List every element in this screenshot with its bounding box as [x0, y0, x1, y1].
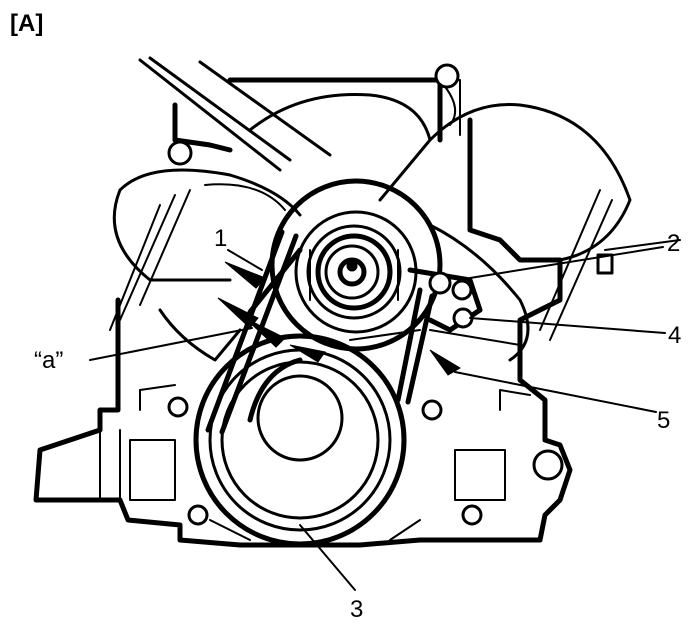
leader-lines — [89, 246, 666, 591]
cooling-fan — [109, 92, 681, 362]
callout-a: “a” — [34, 347, 63, 374]
panel-label: [A] — [10, 10, 43, 37]
callout-3: 3 — [350, 596, 363, 623]
leader-3 — [299, 524, 356, 591]
arrow-1 — [224, 261, 266, 289]
arrow-3 — [244, 317, 286, 348]
crankshaft-pulley — [193, 333, 407, 547]
leader-a — [89, 327, 253, 361]
leader-4 — [469, 317, 666, 334]
leader-5 — [454, 371, 657, 413]
inspection-arrows — [217, 261, 461, 376]
leader-2 — [469, 246, 664, 279]
callout-2: 2 — [667, 230, 680, 257]
arrow-5 — [429, 349, 461, 376]
adjuster-bracket — [407, 267, 521, 346]
callout-4: 4 — [668, 322, 681, 349]
callout-1: 1 — [214, 225, 227, 252]
arrow-4 — [289, 344, 326, 363]
drive-belt — [205, 229, 435, 435]
callout-5: 5 — [657, 407, 670, 434]
leader-1 — [227, 249, 263, 271]
engine-block — [33, 117, 573, 548]
upper-housing — [138, 56, 461, 172]
